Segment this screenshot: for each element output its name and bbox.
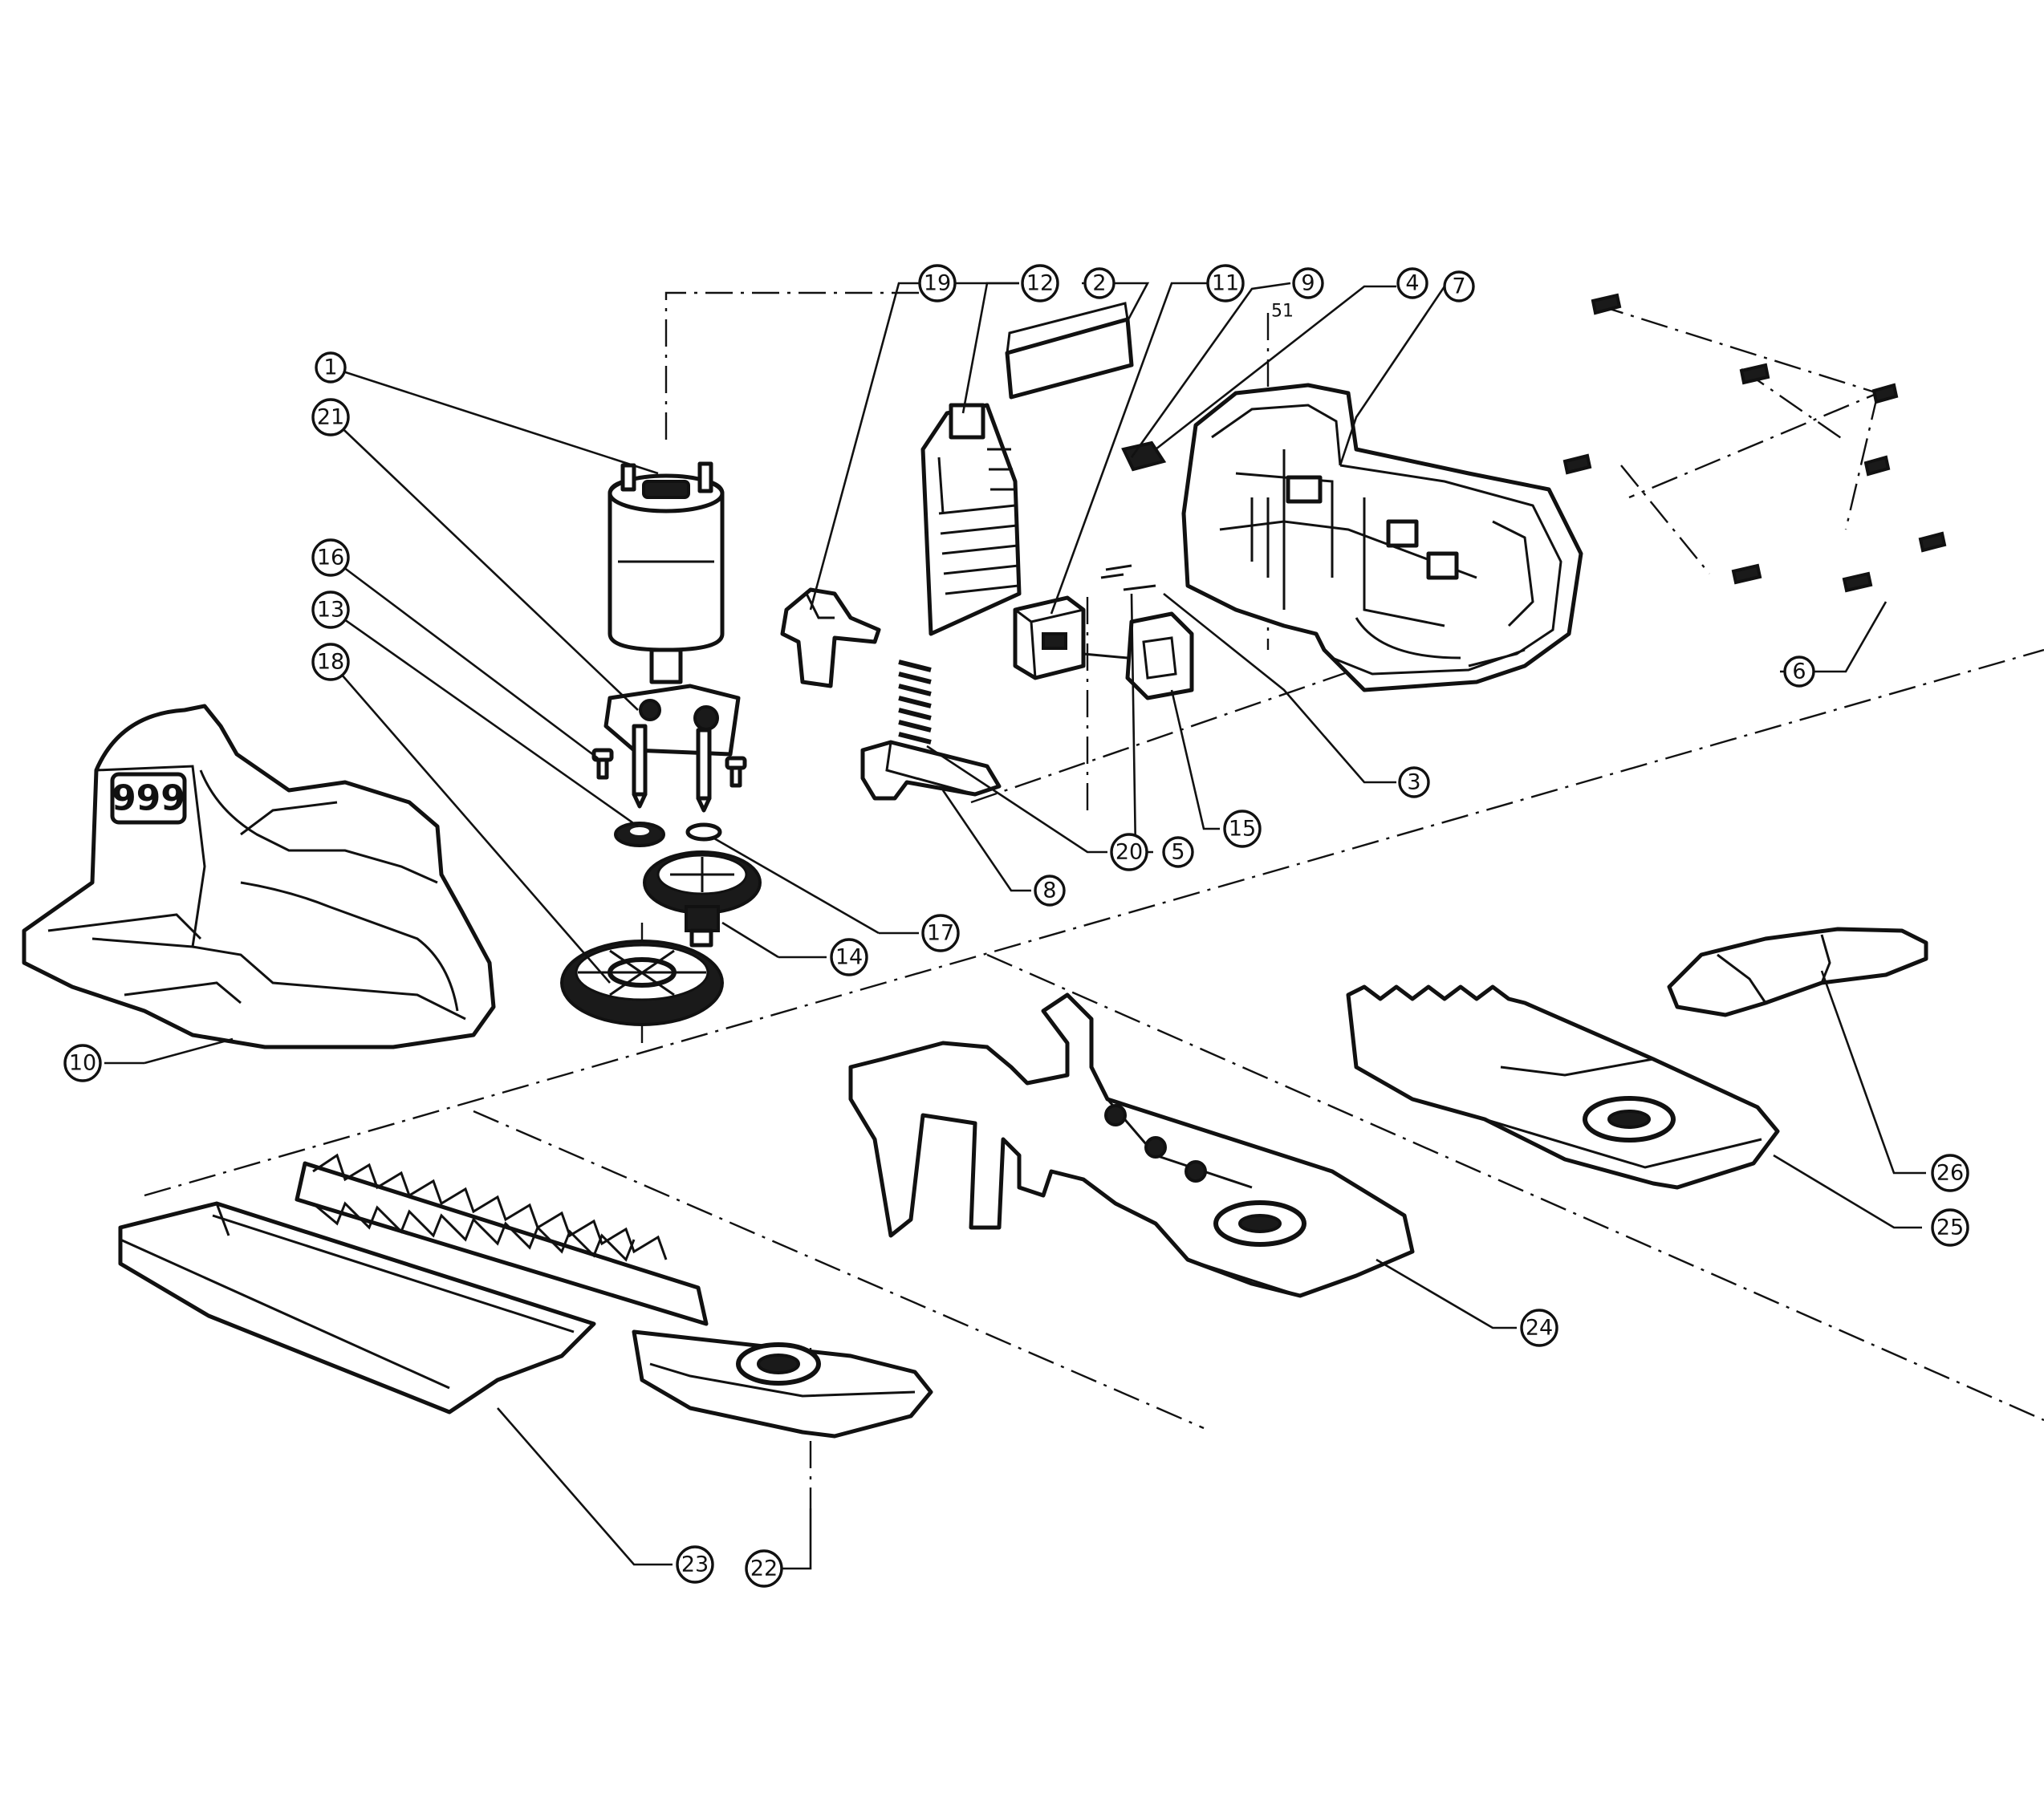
callout-21-label: 21: [317, 405, 344, 430]
callout-11: 11: [1206, 264, 1245, 302]
callout-1: 1: [315, 351, 347, 384]
bearing-part-13: [614, 822, 665, 847]
handle-housing-part-10: 999: [22, 704, 496, 1049]
callout-15-label: 15: [1229, 817, 1256, 842]
switch-block-part-11: [1013, 595, 1086, 680]
callout-25: 25: [1931, 1208, 1969, 1247]
callout-25-label: 25: [1936, 1216, 1964, 1240]
callout-5: 5: [1162, 836, 1194, 868]
grass-blade-part-25: [1346, 984, 1780, 1190]
callout-8-label: 8: [1042, 879, 1056, 903]
callout-2: 2: [1083, 267, 1115, 299]
callout-10-label: 10: [69, 1051, 96, 1076]
gear-part-14: [643, 850, 762, 948]
parts: 999: [22, 293, 1947, 1439]
spring-part-20: [898, 660, 932, 745]
contact-plate-part-15: [1083, 611, 1194, 700]
callout-24: 24: [1520, 1309, 1558, 1347]
callout-23: 23: [676, 1545, 714, 1584]
callout-1-label: 1: [323, 355, 337, 380]
callout-2-label: 2: [1092, 271, 1106, 296]
marking-51: 51: [1271, 302, 1294, 322]
callout-22-label: 22: [750, 1557, 778, 1581]
callout-16-label: 16: [317, 546, 344, 570]
shrub-attachment-part-24: [848, 992, 1415, 1298]
callout-6-label: 6: [1792, 660, 1806, 684]
callout-12-label: 12: [1026, 271, 1054, 296]
callout-9-label: 9: [1301, 271, 1315, 296]
switch-lever-part-19: [780, 587, 881, 688]
callout-11-label: 11: [1212, 271, 1239, 296]
main-housing-part-3: [1181, 383, 1583, 692]
callout-23-label: 23: [681, 1552, 709, 1577]
callout-19: 19: [918, 264, 957, 302]
callout-24-label: 24: [1526, 1316, 1553, 1341]
small-parts-9-4-5: [1100, 440, 1167, 591]
callout-15: 15: [1223, 810, 1262, 848]
callout-13-label: 13: [317, 598, 344, 623]
callout-9: 9: [1292, 267, 1324, 299]
callout-18-label: 18: [317, 650, 344, 675]
circuit-board-part-12: [920, 403, 1022, 636]
gear-part-18: [560, 940, 724, 1026]
hedge-blade-teeth: [295, 1153, 709, 1326]
callout-7-label: 7: [1452, 274, 1465, 299]
cover-part-26: [1667, 927, 1928, 1017]
callout-3: 3: [1398, 766, 1430, 798]
callout-5-label: 5: [1171, 840, 1185, 865]
callout-12: 12: [1021, 264, 1059, 302]
washer-part-17: [685, 822, 722, 842]
callout-19-label: 19: [924, 271, 951, 296]
assembly-axis-lines: [144, 291, 2044, 1508]
blade-gearbox-part-22: [632, 1329, 933, 1439]
screws-part-6: [1562, 293, 1947, 593]
motor-part-1: [608, 461, 725, 684]
callout-26-label: 26: [1936, 1161, 1964, 1186]
callout-4-label: 4: [1405, 271, 1419, 296]
battery-pad-part-2: [1005, 302, 1134, 400]
callout-14: 14: [830, 938, 868, 976]
callout-6: 6: [1783, 655, 1815, 688]
callout-22: 22: [745, 1549, 783, 1588]
blade-guard-part-23: [118, 1201, 596, 1414]
callout-8: 8: [1034, 875, 1066, 907]
callout-16: 16: [311, 538, 350, 577]
callout-10: 10: [63, 1044, 102, 1082]
callout-26: 26: [1931, 1154, 1969, 1192]
lock-off-slider-part-8: [860, 740, 1002, 801]
callout-14-label: 14: [835, 945, 863, 970]
callout-18: 18: [311, 643, 350, 681]
gear-plate-part-21: [603, 684, 741, 813]
battery-indicator-label: 999: [112, 778, 185, 819]
callout-20-label: 20: [1115, 840, 1143, 865]
callout-4: 4: [1396, 267, 1428, 299]
callouts: 1 2 3 4 5 6 7 8 9 10 11 12 13 14 15 16 1…: [63, 264, 1969, 1588]
callout-13: 13: [311, 591, 350, 629]
callout-17: 17: [921, 914, 960, 952]
callout-20: 20: [1110, 833, 1148, 871]
leader-lines: [104, 282, 1926, 1570]
callout-3-label: 3: [1407, 770, 1420, 795]
callout-21: 21: [311, 398, 350, 436]
callout-7: 7: [1443, 270, 1475, 302]
callout-17-label: 17: [927, 921, 954, 946]
